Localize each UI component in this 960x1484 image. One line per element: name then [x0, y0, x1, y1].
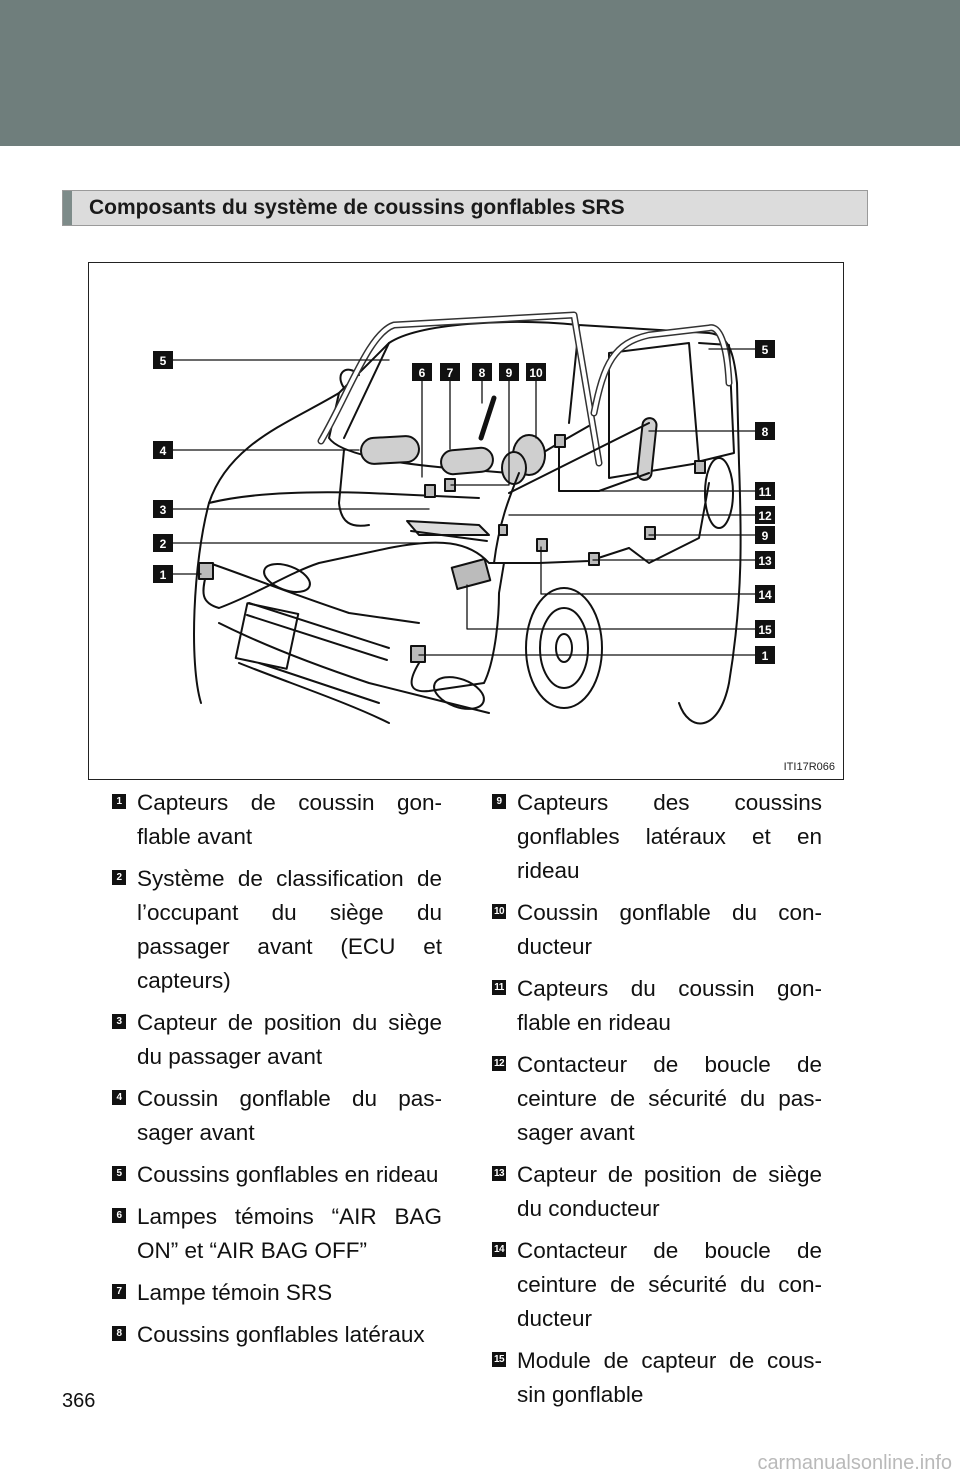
legend-item: 3 Capteur de position du siège du passage… — [112, 1006, 442, 1074]
item-text: Module de capteur de cous-sin gonflable — [517, 1348, 822, 1407]
legend-item: 7 Lampe témoin SRS — [112, 1276, 442, 1310]
callout-left-4: 4 — [160, 444, 167, 458]
item-text: Capteurs de coussin gon-flable avant — [137, 790, 442, 849]
callout-left-2: 2 — [160, 537, 167, 551]
item-text: Coussin gonflable du con-ducteur — [517, 900, 822, 959]
section-accent — [63, 191, 72, 225]
callout-right-13: 13 — [758, 554, 772, 568]
legend-item: 5 Coussins gonflables en rideau — [112, 1158, 442, 1192]
item-number: 5 — [112, 1166, 126, 1181]
legend-item: 11 Capteurs du coussin gon-flable en ride… — [492, 972, 822, 1040]
callout-left-5: 5 — [160, 354, 167, 368]
item-text: Coussins gonflables en rideau — [137, 1162, 439, 1187]
legend-column-right: 9 Capteurs des coussins gonflables latéra… — [492, 786, 822, 1420]
item-number: 9 — [492, 794, 506, 809]
figure-code: ITI17R066 — [783, 761, 835, 773]
item-text: Contacteur de boucle de ceinture de sécu… — [517, 1052, 822, 1145]
header-band — [0, 0, 960, 146]
item-text: Capteur de position du siège du passager… — [137, 1010, 442, 1069]
legend-item: 12 Contacteur de boucle de ceinture de sé… — [492, 1048, 822, 1150]
callout-right-15: 15 — [758, 623, 772, 637]
legend-item: 4 Coussin gonflable du pas-sager avant — [112, 1082, 442, 1150]
section-header: Composants du système de coussins gonfla… — [62, 190, 868, 226]
item-number: 12 — [492, 1056, 506, 1071]
callout-right-8: 8 — [762, 425, 769, 439]
item-number: 3 — [112, 1014, 126, 1029]
item-text: Capteur de position de siège du conducte… — [517, 1162, 822, 1221]
car-illustration: 5 4 3 2 1 6 7 8 9 10 5 8 11 12 9 13 14 1… — [153, 311, 775, 725]
callout-left-1: 1 — [160, 568, 167, 582]
item-text: Coussin gonflable du pas-sager avant — [137, 1086, 442, 1145]
legend-item: 13 Capteur de position de siège du conduc… — [492, 1158, 822, 1226]
item-text: Système de classification de l’occupant … — [137, 866, 442, 993]
legend-item: 2 Système de classification de l’occupant… — [112, 862, 442, 998]
legend-item: 1 Capteurs de coussin gon-flable avant — [112, 786, 442, 854]
item-text: Lampes témoins “AIR BAG ON” et “AIR BAG … — [137, 1204, 442, 1263]
airbag-diagram: 5 4 3 2 1 6 7 8 9 10 5 8 11 12 9 13 14 1… — [88, 262, 844, 780]
item-number: 10 — [492, 904, 506, 919]
item-number: 4 — [112, 1090, 126, 1105]
item-number: 15 — [492, 1352, 506, 1367]
callout-top-10: 10 — [529, 366, 543, 380]
callout-left-3: 3 — [160, 503, 167, 517]
item-number: 2 — [112, 870, 126, 885]
legend-item: 8 Coussins gonflables latéraux — [112, 1318, 442, 1352]
callout-top-6: 6 — [419, 366, 426, 380]
legend-item: 14 Contacteur de boucle de ceinture de sé… — [492, 1234, 822, 1336]
callout-right-12: 12 — [758, 509, 772, 523]
item-number: 13 — [492, 1166, 506, 1181]
item-number: 6 — [112, 1208, 126, 1223]
callout-right-5: 5 — [762, 343, 769, 357]
page-number: 366 — [62, 1390, 96, 1412]
legend-item: 10 Coussin gonflable du con-ducteur — [492, 896, 822, 964]
item-text: Contacteur de boucle de ceinture de sécu… — [517, 1238, 822, 1331]
callout-top-9: 9 — [506, 366, 513, 380]
item-text: Coussins gonflables latéraux — [137, 1322, 425, 1347]
legend-item: 6 Lampes témoins “AIR BAG ON” et “AIR BAG… — [112, 1200, 442, 1268]
watermark: carmanualsonline.info — [757, 1452, 952, 1474]
callout-tags: 5 4 3 2 1 6 7 8 9 10 5 8 11 12 9 13 14 1… — [153, 340, 775, 664]
item-number: 1 — [112, 794, 126, 809]
callout-right-14: 14 — [758, 588, 772, 602]
callout-top-7: 7 — [447, 366, 454, 380]
item-number: 11 — [492, 980, 506, 995]
callout-right-11: 11 — [759, 485, 772, 499]
callout-right-9: 9 — [762, 529, 769, 543]
legend-item: 15 Module de capteur de cous-sin gonflabl… — [492, 1344, 822, 1412]
section-title: Composants du système de coussins gonfla… — [89, 196, 625, 219]
item-text: Lampe témoin SRS — [137, 1280, 333, 1305]
item-number: 7 — [112, 1284, 126, 1299]
legend-item: 9 Capteurs des coussins gonflables latéra… — [492, 786, 822, 888]
callout-right-1: 1 — [762, 649, 769, 663]
item-number: 8 — [112, 1326, 126, 1341]
item-number: 14 — [492, 1242, 506, 1257]
item-text: Capteurs du coussin gon-flable en rideau — [517, 976, 822, 1035]
callout-top-8: 8 — [479, 366, 486, 380]
item-text: Capteurs des coussins gonflables latérau… — [517, 790, 822, 883]
